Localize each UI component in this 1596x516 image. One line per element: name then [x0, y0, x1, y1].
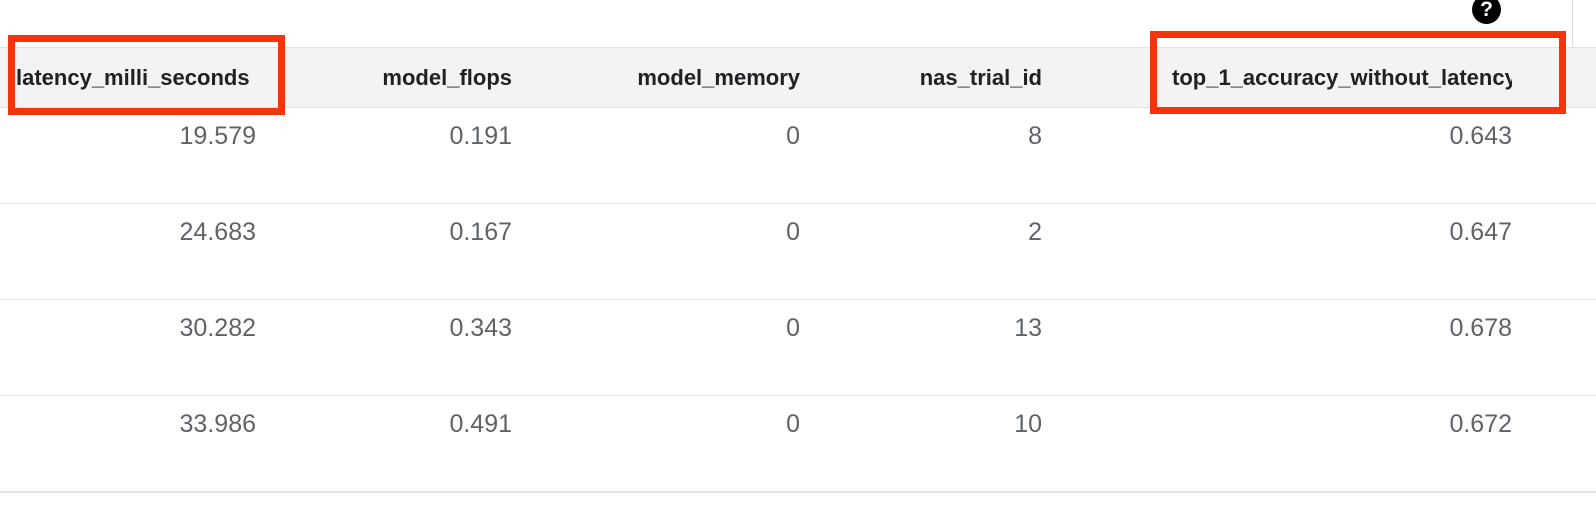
cell-nas-trial-id: 13	[1014, 314, 1042, 342]
cell-latency-milli-seconds: 30.282	[179, 314, 256, 342]
column-header-model-flops[interactable]: model_flops	[382, 65, 512, 90]
cell-nas-trial-id: 2	[1028, 218, 1042, 246]
cell-nas-trial-id: 10	[1014, 410, 1042, 438]
cell-model-flops: 0.491	[449, 410, 512, 438]
cell-model-memory: 0	[786, 410, 800, 438]
table-row[interactable]: 19.579 0.191 0 8 0.643	[0, 108, 1596, 204]
table-row[interactable]: 33.986 0.491 0 10 0.672	[0, 396, 1596, 492]
column-header-model-memory[interactable]: model_memory	[637, 65, 800, 90]
table-row[interactable]: 24.683 0.167 0 2 0.647	[0, 204, 1596, 300]
cell-model-memory: 0	[786, 218, 800, 246]
cell-nas-trial-id: 8	[1028, 122, 1042, 150]
cell-model-flops: 0.343	[449, 314, 512, 342]
cell-latency-milli-seconds: 33.986	[179, 410, 256, 438]
table-row-partial[interactable]	[0, 492, 1596, 516]
cell-model-memory: 0	[786, 122, 800, 150]
cell-model-flops: 0.167	[449, 218, 512, 246]
help-question-mark-icon[interactable]: ?	[1472, 0, 1501, 24]
cell-latency-milli-seconds: 19.579	[179, 122, 256, 150]
cell-top-1-accuracy-without-latency: 0.672	[1449, 410, 1512, 438]
cell-top-1-accuracy-without-latency: 0.678	[1449, 314, 1512, 342]
column-header-nas-trial-id[interactable]: nas_trial_id	[919, 65, 1042, 90]
column-header-top-1-accuracy-without-latency[interactable]: top_1_accuracy_without_latency	[1172, 65, 1512, 90]
cell-latency-milli-seconds: 24.683	[179, 218, 256, 246]
cell-top-1-accuracy-without-latency: 0.647	[1449, 218, 1512, 246]
column-header-latency-milli-seconds[interactable]: latency_milli_seconds	[16, 65, 250, 90]
cell-model-flops: 0.191	[449, 122, 512, 150]
table-row[interactable]: 30.282 0.343 0 13 0.678	[0, 300, 1596, 396]
cell-top-1-accuracy-without-latency: 0.643	[1449, 122, 1512, 150]
cell-model-memory: 0	[786, 314, 800, 342]
table-header-row: latency_milli_seconds model_flops model_…	[0, 47, 1596, 108]
